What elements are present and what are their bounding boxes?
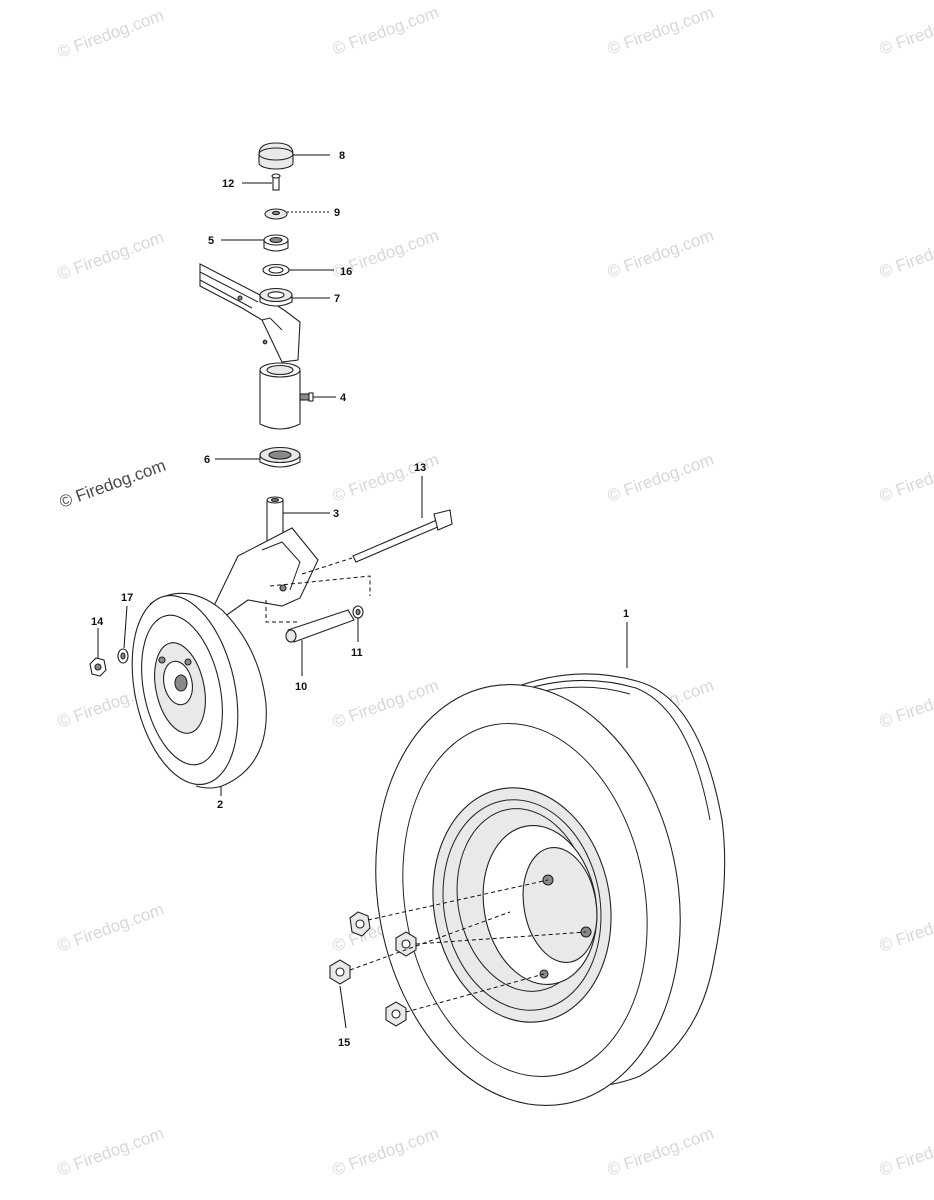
callout-8: 8 xyxy=(339,150,345,162)
callout-4: 4 xyxy=(340,392,347,404)
caster-wheel xyxy=(131,592,267,789)
callout-11: 11 xyxy=(351,647,363,659)
callout-10: 10 xyxy=(295,681,307,693)
watermark: © Firedog.com xyxy=(330,3,441,59)
watermark: © Firedog.com xyxy=(605,1124,716,1180)
drive-wheel xyxy=(375,673,726,1106)
callout-3: 3 xyxy=(333,508,339,520)
watermark: © Firedog.com xyxy=(330,450,441,506)
grease-fitting xyxy=(299,392,314,402)
washer-17 xyxy=(117,648,129,664)
bearing-6 xyxy=(259,446,301,468)
watermark: © Firedog.com xyxy=(330,1124,441,1180)
watermark: © Firedog.com xyxy=(605,450,716,506)
callout-2: 2 xyxy=(217,799,223,811)
nut-5 xyxy=(263,234,289,252)
watermark: © Firedog.com xyxy=(877,226,934,282)
callout-5: 5 xyxy=(208,235,214,247)
callout-17: 17 xyxy=(121,592,133,604)
lug-nuts xyxy=(329,879,587,1027)
watermark: © Firedog.com xyxy=(877,900,934,956)
watermark: © Firedog.com xyxy=(605,3,716,59)
caster-fork xyxy=(208,527,319,625)
watermark: © Firedog.com xyxy=(55,6,166,62)
caster-assembly xyxy=(89,142,453,789)
callout-12: 12 xyxy=(222,178,234,190)
callout-6: 6 xyxy=(204,454,210,466)
watermark: © Firedog.com xyxy=(330,676,441,732)
seal-ring-16 xyxy=(262,263,290,277)
callouts: 1 2 3 4 5 6 7 8 9 10 11 12 13 14 15 16 1… xyxy=(91,150,629,1049)
watermark: © Firedog.com xyxy=(877,676,934,732)
watermark: © Firedog.com xyxy=(55,1124,166,1180)
lug-nut xyxy=(395,931,417,957)
small-bolt xyxy=(271,173,281,191)
dust-cap xyxy=(258,142,294,170)
watermark-featured: © Firedog.com xyxy=(57,456,168,512)
callout-7: 7 xyxy=(334,293,340,305)
callout-16: 16 xyxy=(340,266,352,278)
watermark: © Firedog.com xyxy=(877,1124,934,1180)
lug-nut xyxy=(385,1001,407,1027)
watermark: © Firedog.com xyxy=(877,450,934,506)
callout-14: 14 xyxy=(91,616,104,628)
lug-nut xyxy=(349,911,371,937)
callout-13: 13 xyxy=(414,462,426,474)
lug-nut xyxy=(329,959,351,985)
axle-bracket-outline xyxy=(265,575,371,623)
leader-lines xyxy=(97,154,628,1029)
washer-9 xyxy=(264,208,288,220)
frame-arm xyxy=(199,263,301,363)
spacer-tube xyxy=(285,609,355,643)
callout-1: 1 xyxy=(623,608,629,620)
watermark: © Firedog.com xyxy=(877,3,934,59)
bearing-7 xyxy=(259,287,293,307)
callout-9: 9 xyxy=(334,207,340,219)
nut-14 xyxy=(89,657,107,677)
watermark: © Firedog.com xyxy=(55,900,166,956)
pivot-tube xyxy=(259,362,301,430)
axle-bolt xyxy=(301,509,453,575)
callout-15: 15 xyxy=(338,1037,350,1049)
watermark: © Firedog.com xyxy=(55,228,166,284)
washer-11 xyxy=(352,605,364,619)
watermark: © Firedog.com xyxy=(605,226,716,282)
